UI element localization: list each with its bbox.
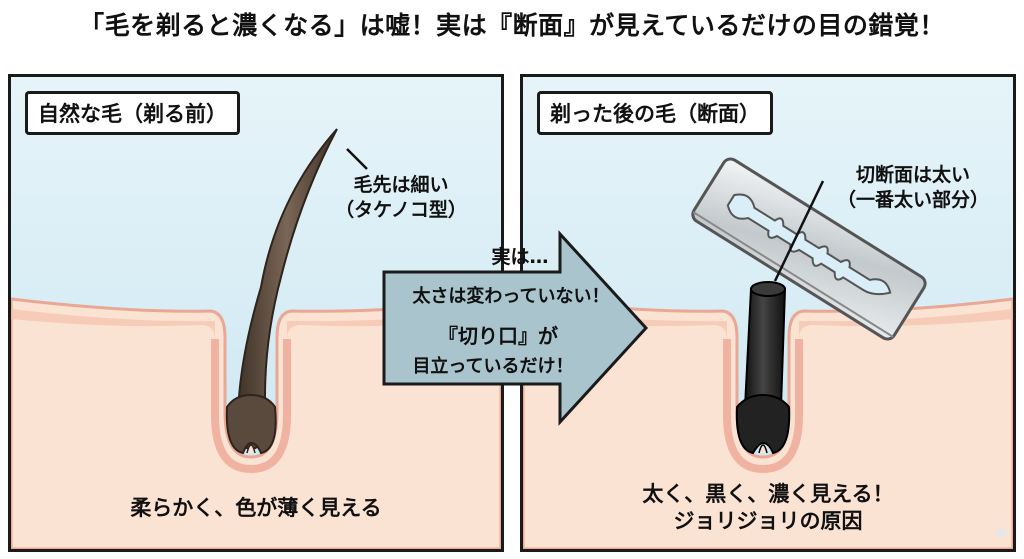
arrow-line3: 目立っているだけ！	[412, 356, 574, 377]
cut-pointer-line	[773, 180, 825, 282]
cut-note: 切断面は太い （一番太い部分）	[823, 163, 1003, 212]
cut-caption-line2: ジョリジョリの原因	[673, 509, 863, 534]
follicle	[211, 339, 291, 474]
natural-hair-illustration	[11, 77, 501, 549]
natural-hair-caption: 柔らかく、色が薄く見える	[130, 496, 382, 520]
tip-note-line1: 毛先は細い	[353, 174, 449, 196]
follicle	[723, 339, 803, 474]
cut-hair-caption: 太く、黒く、濃く見える！ ジョリジョリの原因	[523, 481, 1013, 536]
tip-note-line2: （タケノコ型）	[335, 198, 467, 221]
cut-cross-section	[750, 281, 786, 297]
page-title: 「毛を剃ると濃くなる」は嘘！実は『断面』が見えているだけの目の錯覚！	[79, 11, 945, 40]
cut-caption-line1: 太く、黒く、濃く見える！	[642, 482, 894, 506]
arrow-lead: 実は…	[491, 246, 549, 268]
cut-note-line1: 切断面は太い	[855, 164, 970, 186]
cut-hair-label: 剃った後の毛（断面）	[537, 91, 773, 135]
arrow-line1: 太さは変わっていない！	[412, 286, 610, 307]
explanation-arrow: 実は… 太さは変わっていない！ 『切り口』が 目立っているだけ！	[380, 228, 650, 428]
cut-hair-panel: 剃った後の毛（断面） 切断面は太い （一番太い部分） 太く、黒く、濃く見える！ …	[520, 74, 1016, 552]
arrow-line2: 『切り口』が	[438, 324, 558, 348]
tip-note: 毛先は細い （タケノコ型）	[321, 173, 481, 222]
tip-pointer-line	[346, 148, 368, 170]
sparkle-icon: ✦	[990, 519, 1012, 549]
razor-blade	[691, 157, 927, 341]
cut-note-line2: （一番太い部分）	[836, 188, 989, 211]
natural-hair-panel: 自然な毛（剃る前） 毛先は細い （タケノコ型） 柔らかく、色が薄く見える	[8, 74, 504, 552]
skin-surface	[11, 297, 501, 549]
hair-bulb	[735, 393, 791, 455]
natural-hair-label: 自然な毛（剃る前）	[25, 91, 240, 135]
arrow-shape	[382, 230, 649, 426]
hair-bulb	[225, 393, 277, 455]
